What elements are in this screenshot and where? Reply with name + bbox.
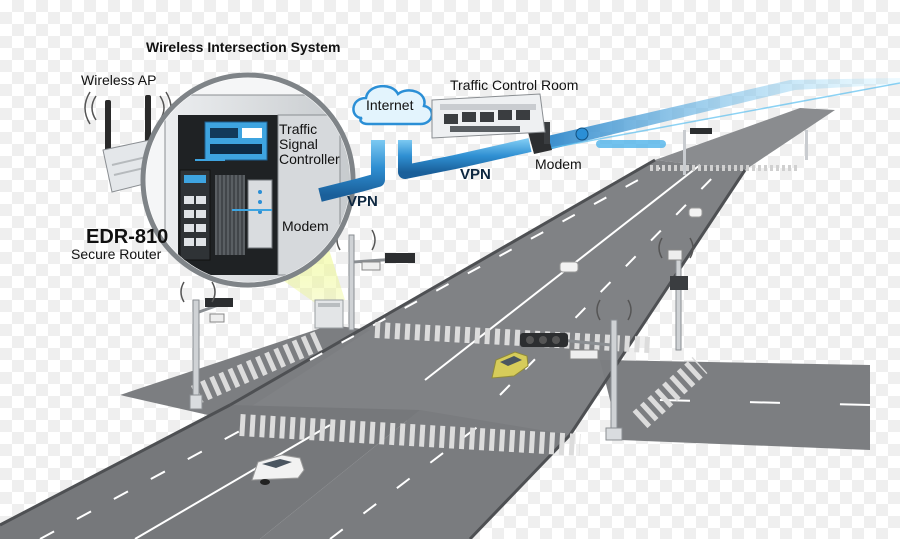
- signal-controller-device: [204, 121, 268, 161]
- traffic-control-room: [431, 93, 546, 139]
- modem-network-label: Modem: [535, 156, 582, 172]
- internet-label: Internet: [366, 97, 414, 113]
- lane-dash: [309, 167, 661, 361]
- vpn-left-label: VPN: [347, 193, 378, 210]
- road-edge: [568, 169, 747, 436]
- traffic-control-room-label: Traffic Control Room: [450, 77, 579, 93]
- pole-right: [520, 319, 623, 441]
- router-desc-label: Secure Router: [71, 246, 162, 262]
- vpn-right-label: VPN: [460, 166, 491, 183]
- pole-far-right: [667, 249, 688, 351]
- car-white-near: [251, 454, 305, 485]
- roadside-cabinet-small: [314, 299, 344, 329]
- vpn-pipe-right: [398, 138, 532, 179]
- modem-cabinet-label: Modem: [282, 218, 329, 234]
- car-small-far-2: [688, 207, 703, 218]
- road-centerline: [424, 164, 701, 381]
- lane-dash: [659, 399, 871, 406]
- diagram-title: Wireless Intersection System: [146, 39, 341, 55]
- road-network: [0, 108, 871, 539]
- lane-dash: [329, 424, 481, 539]
- router-model-label: EDR-810: [86, 226, 169, 248]
- beam-line: [539, 82, 900, 151]
- crosswalk: [632, 356, 708, 429]
- network-pipes: [318, 78, 900, 202]
- internet-cloud: [352, 85, 433, 126]
- road-edge: [0, 403, 231, 527]
- car-small-far-1: [559, 261, 579, 273]
- modem-stand: [544, 122, 550, 144]
- road-centerline: [134, 424, 331, 539]
- traffic-label: Traffic: [279, 121, 318, 137]
- wireless-ap-label: Wireless AP: [81, 72, 157, 88]
- pole-left: [189, 298, 233, 410]
- modem-node: [575, 127, 589, 141]
- road-cross-right: [600, 360, 870, 450]
- crosswalk: [239, 414, 581, 456]
- road-main-diagonal: [230, 160, 745, 435]
- road-diagonal-far: [655, 108, 835, 170]
- pole-far: [683, 128, 808, 175]
- controller-label: Controller: [279, 151, 340, 167]
- pole-center: [348, 234, 415, 331]
- car-yellow: [491, 351, 529, 379]
- beam-segment: [596, 140, 666, 148]
- signal-label: Signal: [279, 136, 318, 152]
- vpn-pipe-left: [318, 140, 385, 202]
- crosswalk: [190, 330, 325, 405]
- cabinet-magnifier: [140, 72, 356, 288]
- road-near-left: [0, 405, 420, 539]
- lane-dash: [499, 169, 721, 396]
- road-edge: [229, 158, 656, 407]
